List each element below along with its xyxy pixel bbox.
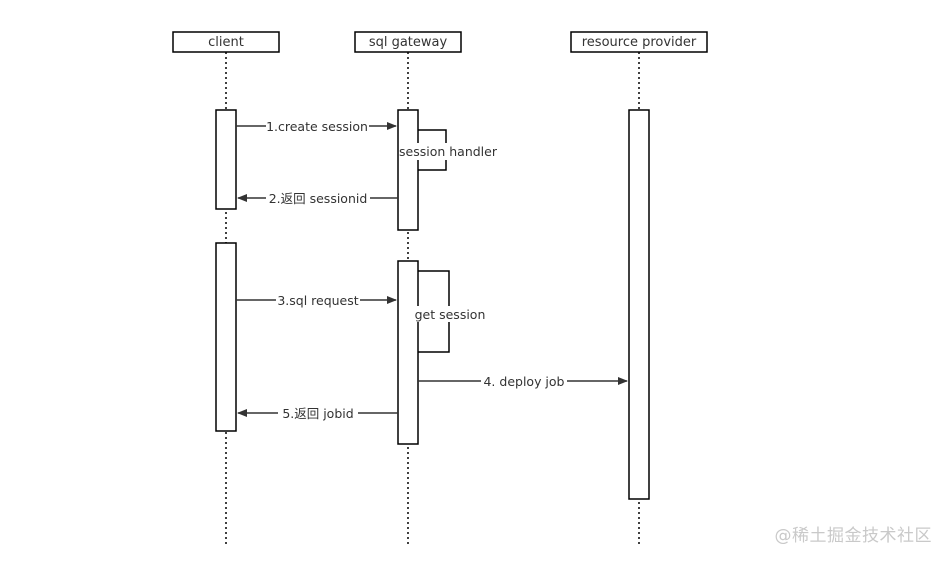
message-deploy-job: 4. deploy job xyxy=(418,373,628,389)
activation-provider xyxy=(628,109,650,500)
message-return-jobid-label: 5.返回 jobid xyxy=(282,406,353,421)
activation-client-2 xyxy=(215,242,237,432)
activation-gateway-2 xyxy=(397,260,419,445)
participant-client: client xyxy=(172,31,280,53)
participant-sql-gateway: sql gateway xyxy=(354,31,462,53)
participant-resource-provider: resource provider xyxy=(570,31,708,53)
message-get-session: get session xyxy=(413,306,487,322)
message-create-session: 1.create session xyxy=(236,118,397,134)
participant-client-label: client xyxy=(208,35,244,50)
message-sql-request-label: 3.sql request xyxy=(277,293,358,308)
message-session-handler-label: session handler xyxy=(399,144,498,159)
message-session-handler: session handler xyxy=(399,143,498,160)
message-return-sessionid-label: 2.返回 sessionid xyxy=(269,191,368,206)
message-deploy-job-label: 4. deploy job xyxy=(483,374,564,389)
activation-client-1 xyxy=(215,109,237,210)
message-get-session-label: get session xyxy=(415,307,486,322)
participant-sql-gateway-label: sql gateway xyxy=(369,35,448,50)
message-sql-request: 3.sql request xyxy=(236,292,397,308)
watermark: @稀土掘金技术社区 xyxy=(774,526,932,546)
message-create-session-label: 1.create session xyxy=(266,119,368,134)
message-return-jobid: 5.返回 jobid xyxy=(237,405,398,421)
participant-resource-provider-label: resource provider xyxy=(582,35,697,50)
activation-gateway-1 xyxy=(397,109,419,231)
message-return-sessionid: 2.返回 sessionid xyxy=(237,190,398,206)
